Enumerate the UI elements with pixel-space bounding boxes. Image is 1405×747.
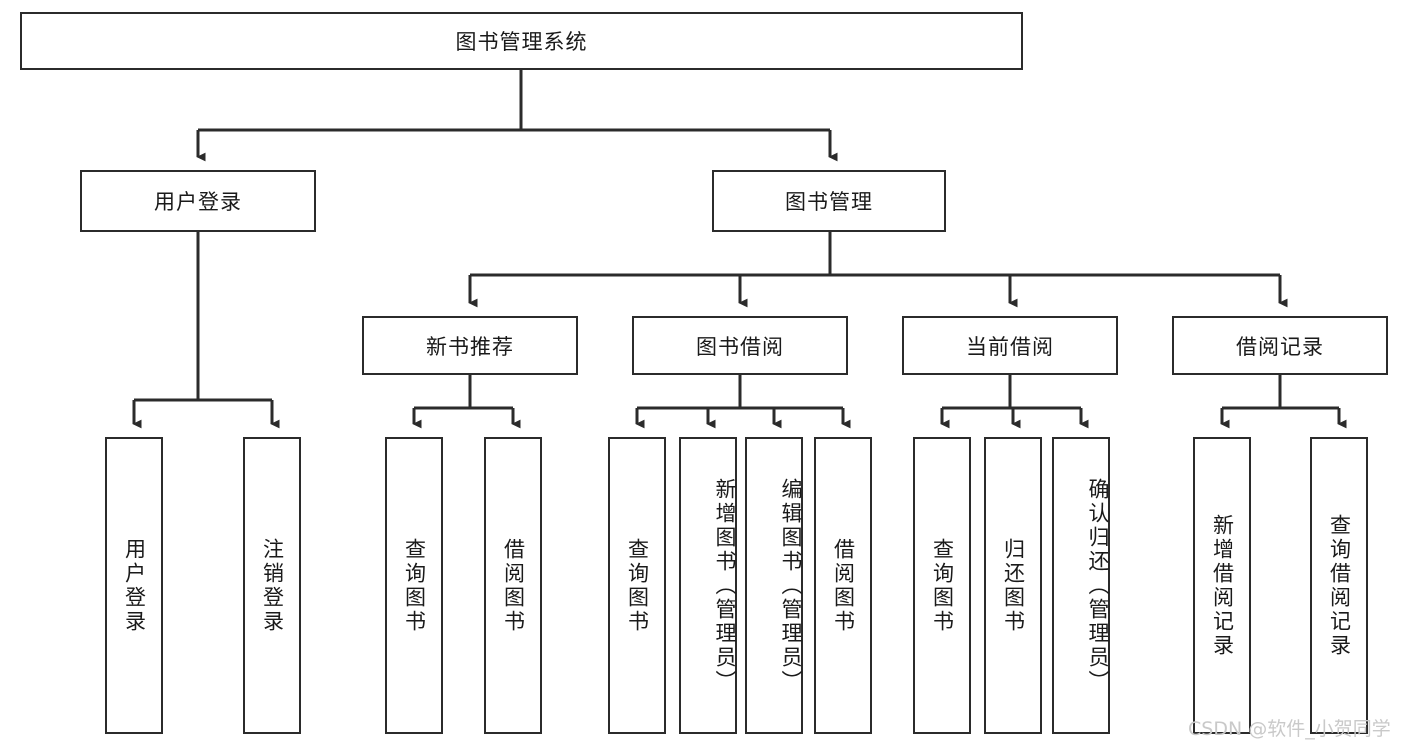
leaf-edit-book-admin[interactable]: 编辑图书（管理员） (745, 437, 803, 734)
node-book-borrow-label: 图书借阅 (696, 334, 784, 359)
leaf-query-book-borrow[interactable]: 查询图书 (608, 437, 666, 734)
leaf-logout-login-label: 注销登录 (260, 537, 285, 634)
node-borrow-record[interactable]: 借阅记录 (1172, 316, 1388, 375)
leaf-borrow-book-recommend[interactable]: 借阅图书 (484, 437, 542, 734)
leaf-add-book-admin[interactable]: 新增图书（管理员） (679, 437, 737, 734)
leaf-add-book-admin-label: 新增图书（管理员） (713, 477, 737, 694)
leaf-return-book-label: 归还图书 (1001, 537, 1026, 634)
node-new-book-recommend-label: 新书推荐 (426, 334, 514, 359)
leaf-query-book-borrow-label: 查询图书 (625, 537, 650, 634)
node-book-borrow[interactable]: 图书借阅 (632, 316, 848, 375)
node-borrow-record-label: 借阅记录 (1236, 334, 1324, 359)
leaf-query-book-current[interactable]: 查询图书 (913, 437, 971, 734)
leaf-edit-book-admin-label: 编辑图书（管理员） (779, 477, 803, 694)
node-current-borrow-label: 当前借阅 (966, 334, 1054, 359)
leaf-borrow-book-label: 借阅图书 (831, 537, 856, 634)
node-book-management-label: 图书管理 (785, 190, 873, 214)
node-book-management[interactable]: 图书管理 (712, 170, 946, 232)
node-user-login-label: 用户登录 (154, 190, 242, 214)
node-root[interactable]: 图书管理系统 (20, 12, 1023, 70)
leaf-return-book[interactable]: 归还图书 (984, 437, 1042, 734)
leaf-confirm-return-admin-label: 确认归还（管理员） (1086, 477, 1110, 694)
leaf-logout-login[interactable]: 注销登录 (243, 437, 301, 734)
node-new-book-recommend[interactable]: 新书推荐 (362, 316, 578, 375)
leaf-user-login[interactable]: 用户登录 (105, 437, 163, 734)
leaf-confirm-return-admin[interactable]: 确认归还（管理员） (1052, 437, 1110, 734)
leaf-query-borrow-record-label: 查询借阅记录 (1327, 513, 1352, 658)
leaf-query-borrow-record[interactable]: 查询借阅记录 (1310, 437, 1368, 734)
leaf-borrow-book[interactable]: 借阅图书 (814, 437, 872, 734)
leaf-add-borrow-record[interactable]: 新增借阅记录 (1193, 437, 1251, 734)
node-root-label: 图书管理系统 (455, 30, 588, 54)
node-user-login[interactable]: 用户登录 (80, 170, 316, 232)
node-current-borrow[interactable]: 当前借阅 (902, 316, 1118, 375)
watermark: CSDN @软件_小贺同学 (1188, 718, 1391, 740)
leaf-add-borrow-record-label: 新增借阅记录 (1210, 513, 1235, 658)
leaf-query-book-recommend[interactable]: 查询图书 (385, 437, 443, 734)
leaf-query-book-recommend-label: 查询图书 (402, 537, 427, 634)
leaf-user-login-label: 用户登录 (122, 537, 147, 634)
leaf-borrow-book-recommend-label: 借阅图书 (501, 537, 526, 634)
leaf-query-book-current-label: 查询图书 (930, 537, 955, 634)
